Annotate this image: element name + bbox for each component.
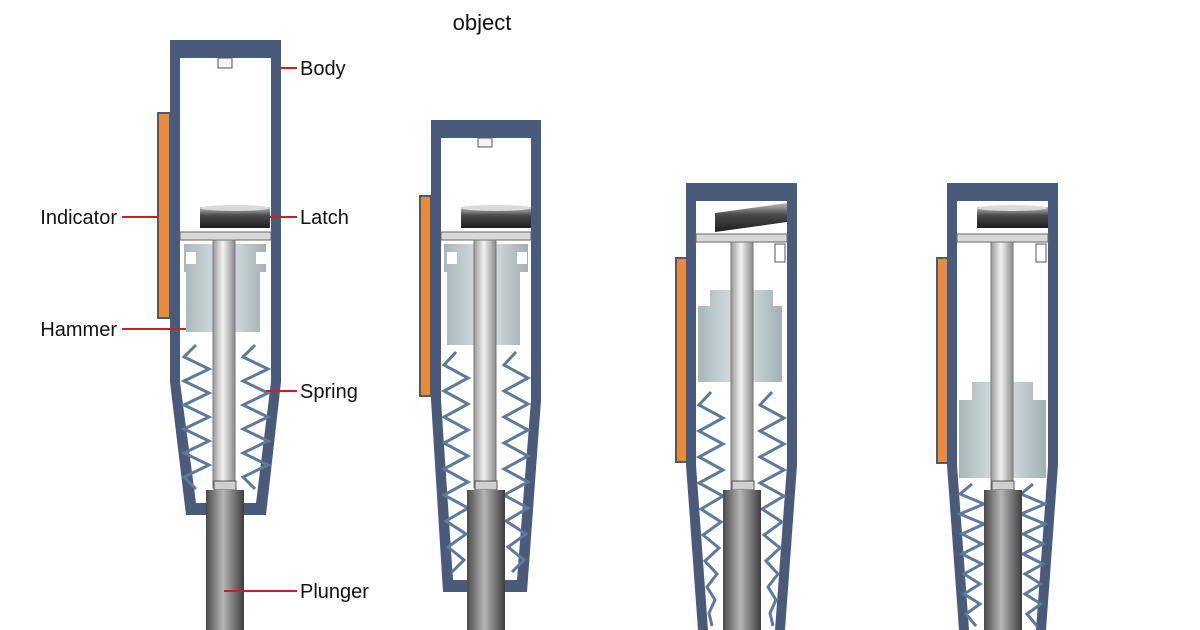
guide-disc [695, 233, 788, 243]
cap-stop [217, 57, 233, 69]
latch-top [200, 205, 270, 211]
guide-disc [179, 231, 272, 241]
plunger [467, 490, 505, 630]
spring-left [695, 390, 727, 627]
latch [461, 207, 531, 228]
plunger-label: Plunger [300, 581, 369, 603]
indicator-bar [157, 112, 171, 319]
spring-left [180, 343, 213, 491]
spring-right [756, 390, 788, 627]
indicator-label: Indicator [40, 207, 117, 229]
leader-lines [122, 67, 297, 592]
stage-4-device [936, 183, 1058, 630]
hammer-notch-left [447, 252, 457, 264]
indicator-bar [936, 257, 949, 464]
stage-2-caption: object [453, 10, 512, 35]
latch [977, 207, 1048, 228]
hammer-guide-rod [730, 241, 754, 491]
spring-label: Spring [300, 381, 358, 403]
stage-1-device [157, 40, 281, 630]
hammer-notch-right [517, 252, 527, 264]
plunger [984, 490, 1022, 630]
indicator-bar [675, 257, 688, 463]
cap-stop [477, 137, 493, 148]
latch-label: Latch [300, 207, 349, 229]
latch-hook [1035, 243, 1047, 263]
spring-left [440, 350, 472, 574]
plunger-collar [731, 480, 755, 491]
spring-left [956, 482, 988, 627]
guide-disc [440, 231, 532, 241]
indicator-bar [419, 195, 432, 397]
plunger-collar [991, 480, 1015, 491]
guide-disc [956, 233, 1049, 243]
latch-top [977, 205, 1047, 211]
latch-hook [774, 243, 786, 263]
latch [200, 207, 270, 228]
plunger-collar [474, 480, 498, 491]
hammer-notch-left [186, 252, 196, 264]
hammer-guide-rod [473, 239, 497, 489]
latch-tilted [715, 203, 787, 232]
spring-right [1017, 482, 1049, 627]
hammer-notch-right [256, 252, 266, 264]
body-label: Body [300, 58, 346, 80]
stage-3-device [675, 183, 797, 630]
plunger [723, 490, 761, 630]
plunger-collar [213, 480, 237, 491]
plunger [206, 490, 244, 630]
hammer-guide-rod [990, 241, 1014, 491]
spring-right [239, 343, 272, 491]
stage-2-device [419, 120, 541, 630]
hammer-label: Hammer [40, 319, 117, 341]
latch-top [461, 205, 531, 211]
spring-right [500, 350, 532, 574]
hammer-guide-rod [212, 239, 236, 489]
